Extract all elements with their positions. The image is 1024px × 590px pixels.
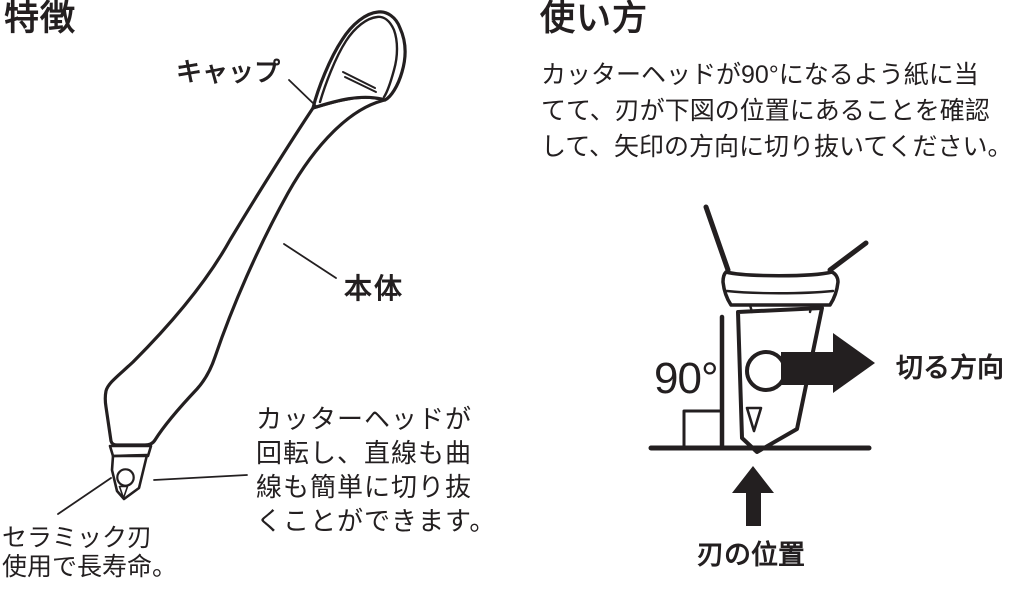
ceramic-blade-note: セラミック刃 使用で長寿命。: [2, 524, 178, 581]
right-angle-marker: [682, 409, 724, 450]
head-note-leader-line: [153, 474, 248, 481]
pen-illustration: [57, 10, 407, 515]
blade-position-arrow: [732, 466, 774, 526]
angle-label: 90°: [654, 354, 719, 403]
pen-cap-seam-lines: [342, 71, 377, 93]
ceramic-blade-tip: [118, 485, 129, 499]
usage-instructions: カッターヘッドが90°になるよう紙に当 てて、刃が下図の位置にあることを確認 し…: [541, 61, 1013, 161]
blade-note-leader-line: [57, 477, 112, 515]
pen-cap-outline: [311, 10, 407, 110]
diagram-roller: [745, 350, 787, 392]
body-leader-line: [283, 243, 337, 279]
pen-tip-right-edge: [827, 240, 869, 273]
usage-heading: 使い方: [540, 0, 649, 38]
diagram-collar: [721, 270, 840, 307]
pen-cap-inner-line: [318, 15, 399, 104]
cut-direction-arrow: [781, 333, 875, 393]
diagram-blade-tip: [745, 406, 763, 433]
cutter-head-note: カッターヘッドが 回転し、直線も曲 線も簡単に切り抜 くことができます。: [256, 404, 497, 536]
cap-leader-line: [288, 79, 317, 107]
usage-diagram: [648, 204, 875, 526]
features-heading: 特徴: [4, 0, 77, 38]
blade-position-label: 刃の位置: [697, 540, 805, 570]
pen-tip-left-edge: [703, 204, 731, 273]
cut-direction-label: 切る方向: [896, 353, 1004, 383]
pen-body-outline: [103, 95, 387, 447]
cap-label: キャップ: [176, 57, 281, 87]
diagram-collar-inner-line: [725, 289, 835, 295]
cutter-head: [110, 453, 149, 501]
body-label: 本体: [344, 273, 405, 304]
cutter-head-roller: [116, 468, 135, 487]
diagram-cutter-head: [736, 306, 824, 454]
